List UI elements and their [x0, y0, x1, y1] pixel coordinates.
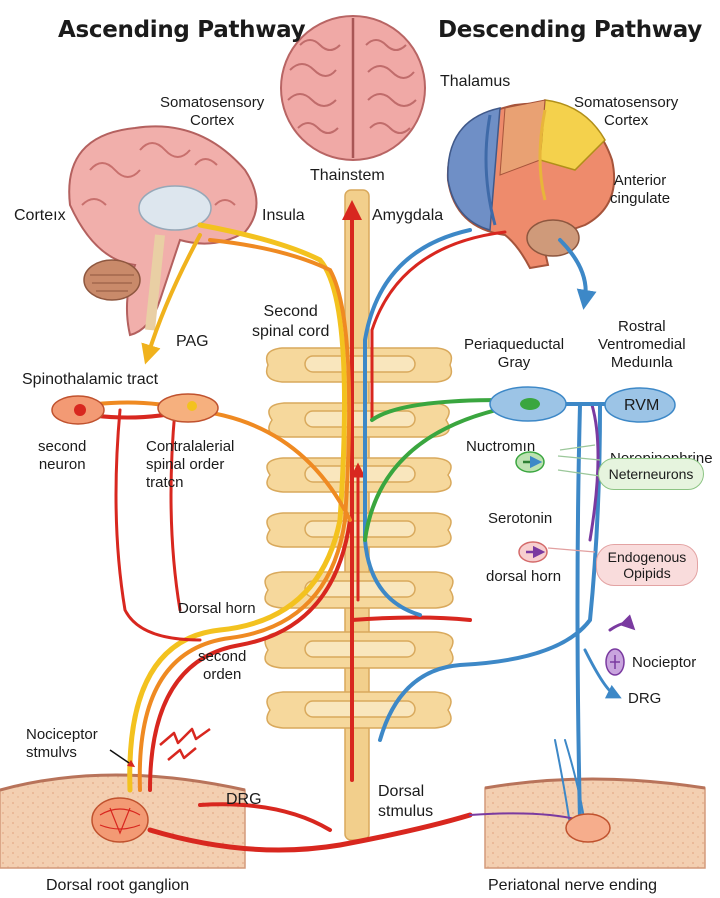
dorsal-horn-right-label: dorsal horn [486, 568, 561, 586]
serotonin-label: Serotonin [488, 510, 552, 528]
right-somatosensory-cortex-label: Somatosensory Cortex [574, 94, 678, 130]
nociceptor-stimulus-label: Nociceptor stmulvs [26, 726, 98, 762]
nociceptor-label: Nocieptor [632, 654, 696, 672]
insula-label: Insula [262, 206, 305, 226]
drg-right-label: DRG [628, 690, 661, 708]
left-somatosensory-cortex-label: Somatosensory Cortex [160, 94, 264, 130]
dorsal-horn-left-label: Dorsal horn [178, 600, 256, 618]
peripheral-nerve-ending-label: Periatonal nerve ending [488, 876, 657, 896]
dorsal-stimulus-label: Dorsal stmulus [378, 782, 433, 822]
thalamus-label: Thalamus [440, 72, 510, 92]
callout-lines-pink [548, 548, 595, 552]
brainstem-label: Thainstem [310, 166, 385, 186]
periaqueductal-gray-label: Periaqueductal Gray [464, 336, 564, 372]
drg-left-label: DRG [226, 790, 262, 810]
anterior-cingulate-label: Anterior cingulate [610, 172, 670, 208]
contralateral-tract-label: Contralalerial spinal order tratcn [146, 438, 234, 492]
spinothalamic-tract-label: Spinothalamic tract [22, 370, 158, 390]
descending-pathway-title: Descending Pathway [438, 16, 702, 44]
rvm-label: RVM [624, 396, 659, 416]
ascending-pathway-title: Ascending Pathway [58, 16, 305, 44]
second-order-label: second orden [198, 648, 246, 684]
second-neuron-label: second neuron [38, 438, 86, 474]
interneurons-box: Neterneurons [598, 458, 704, 490]
amygdala-label: Amygdala [372, 206, 443, 226]
rostral-ventromedial-label: Rostral Ventromedial Meduınla [598, 318, 686, 372]
peripheral-nerve-terminal [566, 814, 610, 842]
dorsal-root-ganglion-label: Dorsal root ganglion [46, 876, 189, 896]
nociceptor-marker [606, 649, 624, 675]
dorsal-root-ganglion [92, 798, 148, 842]
dorsal-horn-marker [519, 542, 547, 562]
pag-label: PAG [176, 332, 209, 352]
endogenous-opioids-box: Endogenous Opipids [596, 544, 698, 586]
second-spinal-cord-label: Second spinal cord [252, 302, 329, 342]
nucleus-label: Nuctromın [466, 438, 535, 456]
cortex-label: Corteıx [14, 206, 66, 226]
spinothalamic-nuclei [52, 394, 218, 424]
lightning-stimulus-icon [160, 729, 210, 760]
